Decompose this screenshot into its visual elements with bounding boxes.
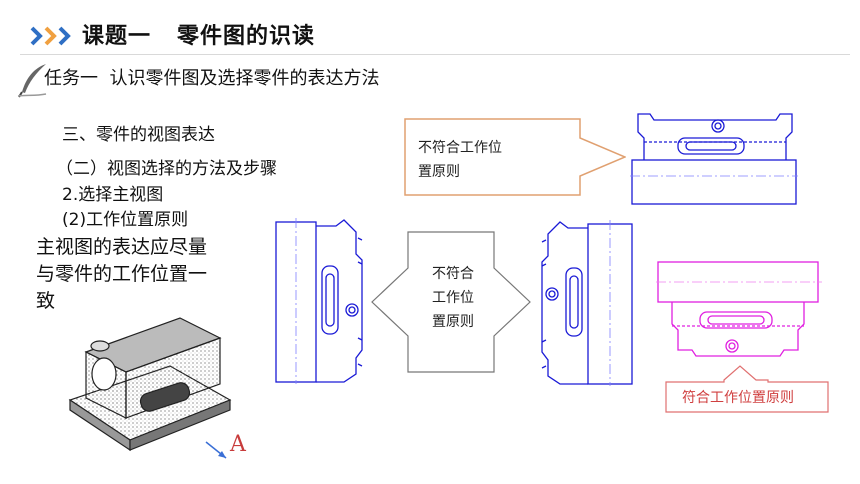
header-underline (20, 54, 850, 55)
outline-line-3: 2.选择主视图 (62, 185, 164, 205)
description-line-2: 与零件的工作位置一 (36, 263, 208, 285)
magenta-drawing (656, 261, 822, 357)
outline-line-2: （二）视图选择的方法及步骤 (56, 159, 277, 179)
bottom-callout-arrow (665, 365, 829, 413)
description-line-1: 主视图的表达应尽量 (36, 236, 208, 258)
top-callout-arrow (404, 118, 626, 196)
task-heading: 任务一 认识零件图及选择零件的表达方法 (44, 68, 380, 89)
top-callout-text: 不符合工作位 置原则 (418, 140, 502, 180)
top-right-drawing (630, 113, 798, 205)
right-vertical-drawing (541, 220, 633, 386)
view-direction-arrow-icon (205, 441, 227, 459)
left-vertical-drawing (275, 218, 363, 384)
description-text: 主视图的表达应尽量 与零件的工作位置一 致 (36, 234, 266, 315)
outline-line-4: (2)工作位置原则 (62, 210, 189, 230)
triple-chevron-icon (30, 26, 71, 46)
outline-line-1: 三、零件的视图表达 (62, 125, 215, 145)
view-label-a: A (230, 432, 246, 457)
description-line-3: 致 (36, 290, 56, 312)
center-callout-text: 不符合 工作位 置原则 (432, 266, 474, 330)
bottom-callout-text: 符合工作位置原则 (682, 390, 794, 406)
part-illustration (68, 317, 232, 452)
quill-icon (17, 64, 47, 98)
center-double-arrow (371, 231, 531, 373)
page-title: 课题一 零件图的识读 (82, 24, 315, 49)
